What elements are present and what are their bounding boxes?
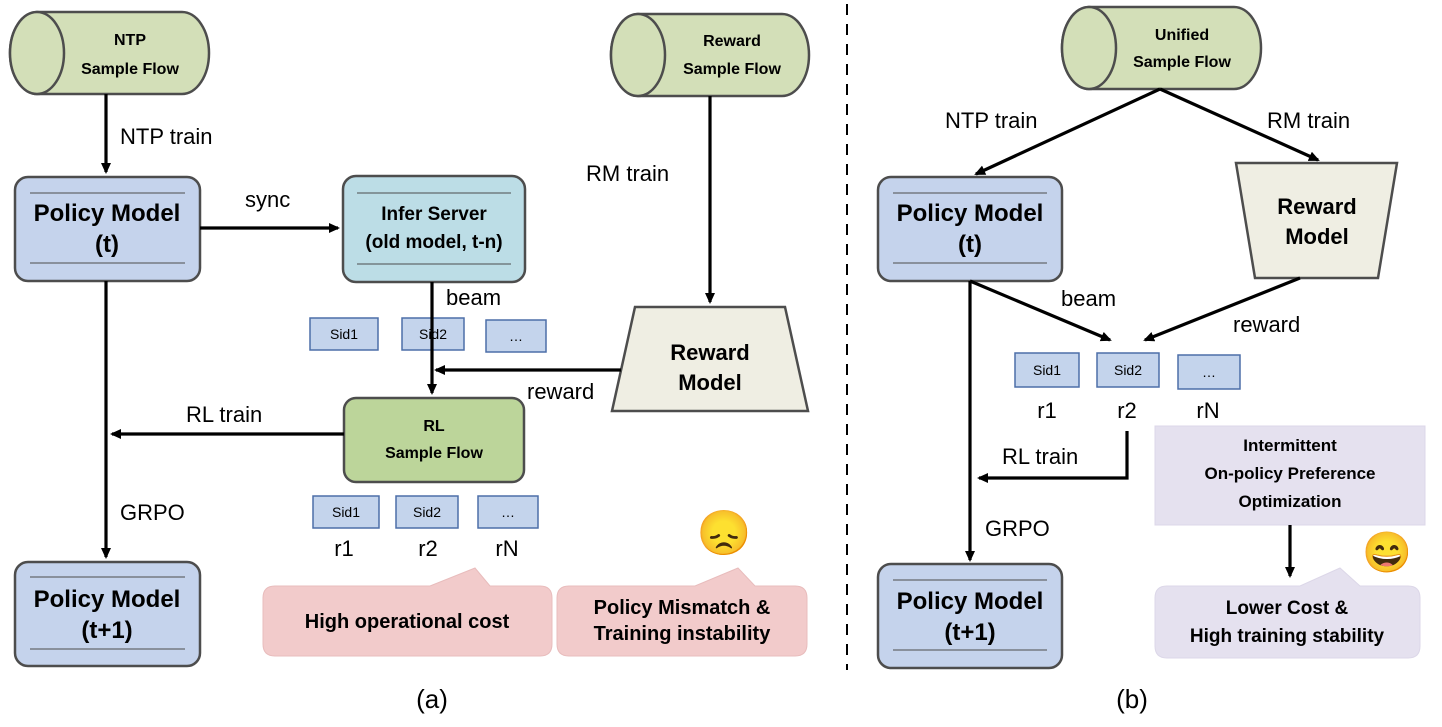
label-grpo: GRPO [120,500,185,525]
ntp-flow-line1: NTP [114,32,146,49]
b-reward-model-line2: Model [1285,224,1349,249]
panel-b-edges [965,87,1320,578]
panel-b: Unified Sample Flow Policy Model (t) Rew… [876,5,1426,714]
b-sid-n: … [1202,364,1216,380]
b-label-rl-train: RL train [1002,444,1078,469]
panel-a: NTP Sample Flow Reward Sample Flow Polic… [8,10,811,714]
caption-a: (a) [416,684,448,714]
b-reward-model-line1: Reward [1277,194,1356,219]
beam-sid-1: Sid1 [330,326,358,342]
callout-mismatch-line1: Policy Mismatch & [594,597,771,619]
b-policy-model-t-box: Policy Model (t) [876,175,1064,283]
iopo-box: Intermittent On-policy Preference Optimi… [1154,425,1426,526]
iopo-line2: On-policy Preference [1204,464,1375,483]
beam-sid-n: … [509,328,523,344]
b-policy-t1-line2: (t+1) [944,619,995,646]
callout-stability: Lower Cost & High training stability [1154,567,1421,659]
rl-sample-flow-box: RL Sample Flow [342,396,526,484]
reward-sample-flow-cylinder: Reward Sample Flow [609,12,811,98]
rl-sid-n: … [501,504,515,520]
label-rl-train: RL train [186,402,262,427]
b-label-ntp-train: NTP train [945,108,1038,133]
reward-r2: r2 [418,536,438,561]
policy-t1-line2: (t+1) [81,617,132,644]
b-edge-rm-train [1159,87,1320,162]
callout-policy-mismatch: Policy Mismatch & Training instability [556,567,808,657]
rl-sid-row: Sid1 Sid2 … r1 r2 rN [312,495,539,561]
b-edge-beam [969,279,1112,342]
rl-flow-line1: RL [423,418,445,435]
label-rm-train: RM train [586,161,669,186]
reward-flow-line1: Reward [703,33,761,50]
b-reward-model-trapezoid: Reward Model [1234,161,1399,280]
reward-model-line1: Reward [670,340,749,365]
beam-sid-row: Sid1 Sid2 … [309,317,547,353]
rl-sid-2: Sid2 [413,504,441,520]
sad-face-icon: 😞 [697,509,752,558]
infer-line1: Infer Server [381,204,487,225]
callout-mismatch-line2: Training instability [594,623,772,645]
callout-stability-line1: Lower Cost & [1226,598,1349,619]
b-edge-rl-train [977,431,1129,483]
ntp-flow-line2: Sample Flow [81,61,179,78]
b-edge-ntp-train [974,87,1161,176]
policy-model-t-box: Policy Model (t) [13,175,202,283]
callout-high-cost: High operational cost [262,567,553,657]
rl-sid-1: Sid1 [332,504,360,520]
b-label-reward: reward [1233,312,1300,337]
callout-cost-text: High operational cost [305,611,510,633]
label-reward: reward [527,379,594,404]
panel-b-edge-labels: NTP train RM train beam reward RL train … [945,108,1350,541]
b-reward-rn: rN [1196,398,1219,423]
b-policy-t-line1: Policy Model [897,200,1044,227]
label-beam: beam [446,285,501,310]
callout-stability-line2: High training stability [1190,626,1385,647]
reward-model-line2: Model [678,370,742,395]
iopo-line3: Optimization [1239,492,1342,511]
b-reward-r1: r1 [1037,398,1057,423]
b-sid-1: Sid1 [1033,362,1061,378]
panel-a-edge-labels: NTP train sync RM train beam reward RL t… [120,124,669,525]
b-sid-2: Sid2 [1114,362,1142,378]
reward-model-trapezoid: Reward Model [610,305,810,413]
reward-flow-line2: Sample Flow [683,61,781,78]
reward-rn: rN [495,536,518,561]
caption-b: (b) [1116,684,1148,714]
b-sid-row: Sid1 Sid2 … r1 r2 rN [1014,352,1241,423]
unified-flow-line1: Unified [1155,27,1209,44]
iopo-line1: Intermittent [1243,436,1337,455]
policy-t-line1: Policy Model [34,200,181,227]
happy-face-icon: 😄 [1362,531,1412,575]
b-label-rm-train: RM train [1267,108,1350,133]
b-reward-r2: r2 [1117,398,1137,423]
label-ntp-train: NTP train [120,124,213,149]
reward-r1: r1 [334,536,354,561]
label-sync: sync [245,187,290,212]
policy-t1-line1: Policy Model [34,586,181,613]
b-policy-model-t1-box: Policy Model (t+1) [876,562,1064,670]
unified-flow-line2: Sample Flow [1133,54,1231,71]
policy-t-line2: (t) [95,231,119,258]
unified-sample-flow-cylinder: Unified Sample Flow [1060,5,1263,91]
policy-model-t1-box: Policy Model (t+1) [13,560,202,668]
b-policy-t-line2: (t) [958,231,982,258]
b-edge-reward [1143,276,1301,342]
b-label-grpo: GRPO [985,516,1050,541]
panel-a-edges [101,94,715,559]
rl-flow-line2: Sample Flow [385,445,483,462]
infer-server-box: Infer Server (old model, t-n) [341,174,527,284]
ntp-sample-flow-cylinder: NTP Sample Flow [8,10,211,96]
b-policy-t1-line1: Policy Model [897,588,1044,615]
b-label-beam: beam [1061,286,1116,311]
infer-line2: (old model, t-n) [365,232,502,253]
